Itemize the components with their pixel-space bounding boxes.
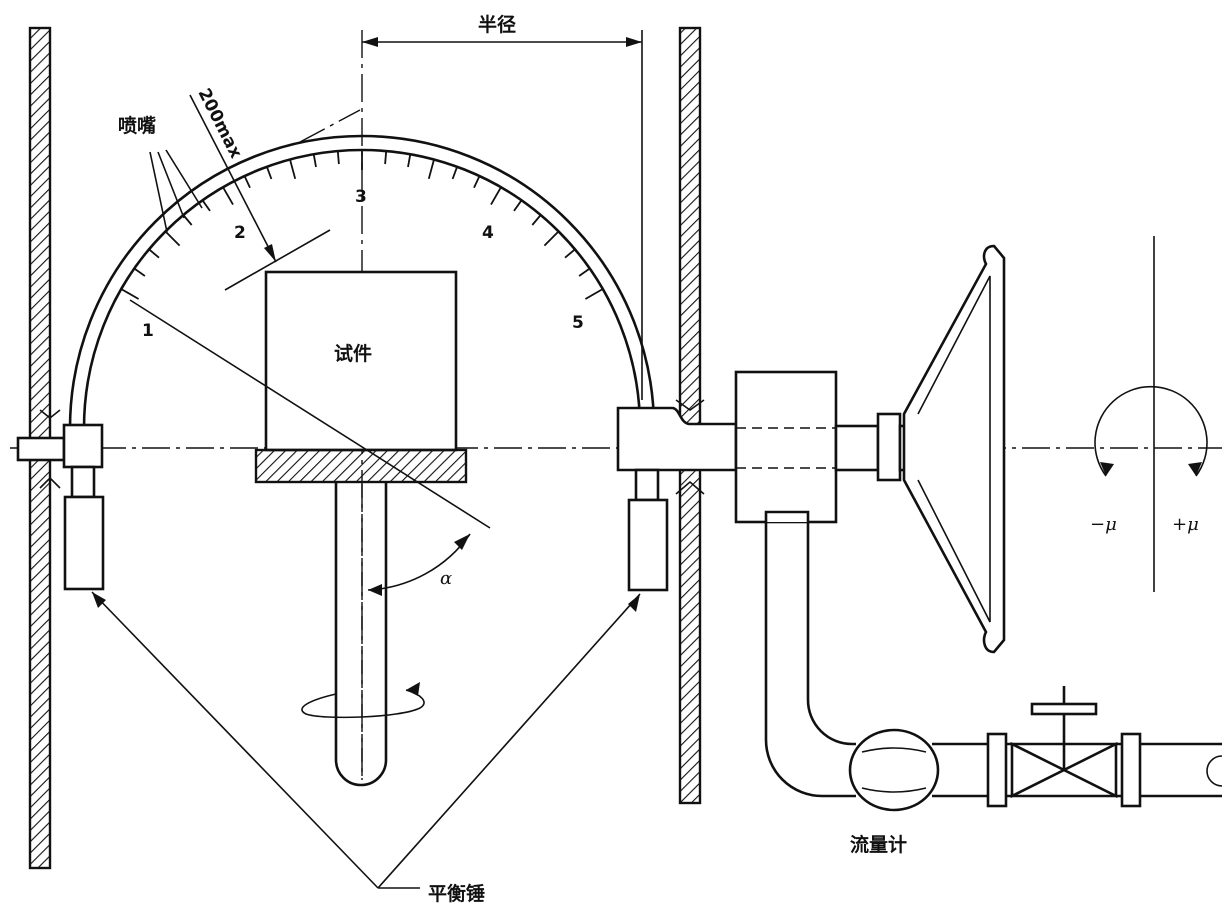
- scale-tick: [473, 175, 481, 189]
- max-distance-label: 200max: [194, 85, 246, 162]
- scale-mark-2: 2: [234, 223, 246, 243]
- alpha-label: α: [440, 568, 452, 589]
- scale-tick: [407, 154, 412, 168]
- scale-tick: [531, 214, 542, 226]
- scale-tick: [133, 267, 146, 277]
- minus-mu-label: −μ: [1090, 514, 1117, 535]
- water-supply-pipe: [764, 522, 990, 798]
- scale-tick: [451, 166, 458, 180]
- scale-tick: [222, 186, 234, 206]
- scale-mark-3: 3: [355, 187, 367, 207]
- right-wall: [678, 26, 702, 805]
- scale-tick: [513, 199, 523, 212]
- scale-tick: [182, 214, 193, 226]
- scale-tick: [584, 288, 604, 300]
- scale-tick: [578, 267, 591, 277]
- scale-tick: [564, 248, 576, 259]
- scale-tick: [490, 186, 502, 206]
- tilt-direction-indicator: −μ +μ: [1090, 236, 1208, 592]
- radius-label: 半径: [478, 13, 516, 36]
- scale-tick: [266, 166, 273, 180]
- left-counterweight: [63, 465, 105, 591]
- scale-tick: [243, 175, 251, 189]
- turntable: [254, 448, 468, 484]
- right-counterweight: [627, 468, 669, 592]
- scale-tick: [201, 199, 211, 212]
- counterweight-label: 平衡锤: [428, 882, 485, 905]
- specimen-label: 试件: [334, 342, 372, 365]
- coupling-block: [734, 370, 838, 524]
- angle-alpha-indicator: α: [129, 299, 491, 596]
- plus-mu-label: +μ: [1172, 514, 1199, 535]
- scale-tick: [543, 230, 560, 247]
- control-valve: [986, 686, 1222, 808]
- nozzle-label: 喷嘴: [118, 115, 156, 137]
- scale-tick: [336, 151, 340, 165]
- rotation-arrow: [301, 682, 425, 719]
- angle-scale-labels: 1 2 3 4 5: [142, 187, 584, 341]
- flowmeter-label: 流量计: [850, 833, 907, 856]
- rotating-shaft: [334, 482, 388, 787]
- scale-tick: [427, 159, 435, 180]
- flowmeter: 流量计: [848, 728, 940, 856]
- scale-mark-5: 5: [572, 313, 584, 333]
- radius-dimension: 半径: [362, 13, 643, 400]
- angle-scale-ticks: [120, 150, 604, 300]
- left-pivot: [16, 409, 104, 489]
- scale-tick: [384, 151, 388, 165]
- scale-tick: [289, 159, 297, 180]
- nozzle-callout: 喷嘴: [118, 115, 203, 233]
- handwheel: [902, 244, 1006, 654]
- scale-tick: [312, 154, 317, 168]
- specimen: 试件: [264, 270, 458, 452]
- scale-tick: [120, 288, 140, 300]
- scale-tick: [148, 248, 160, 259]
- scale-tick: [164, 230, 181, 247]
- scale-mark-4: 4: [482, 223, 494, 243]
- counterweight-callout: 平衡锤: [91, 591, 641, 905]
- max-distance-dimension: 200max: [189, 85, 361, 291]
- scale-mark-1: 1: [142, 321, 154, 341]
